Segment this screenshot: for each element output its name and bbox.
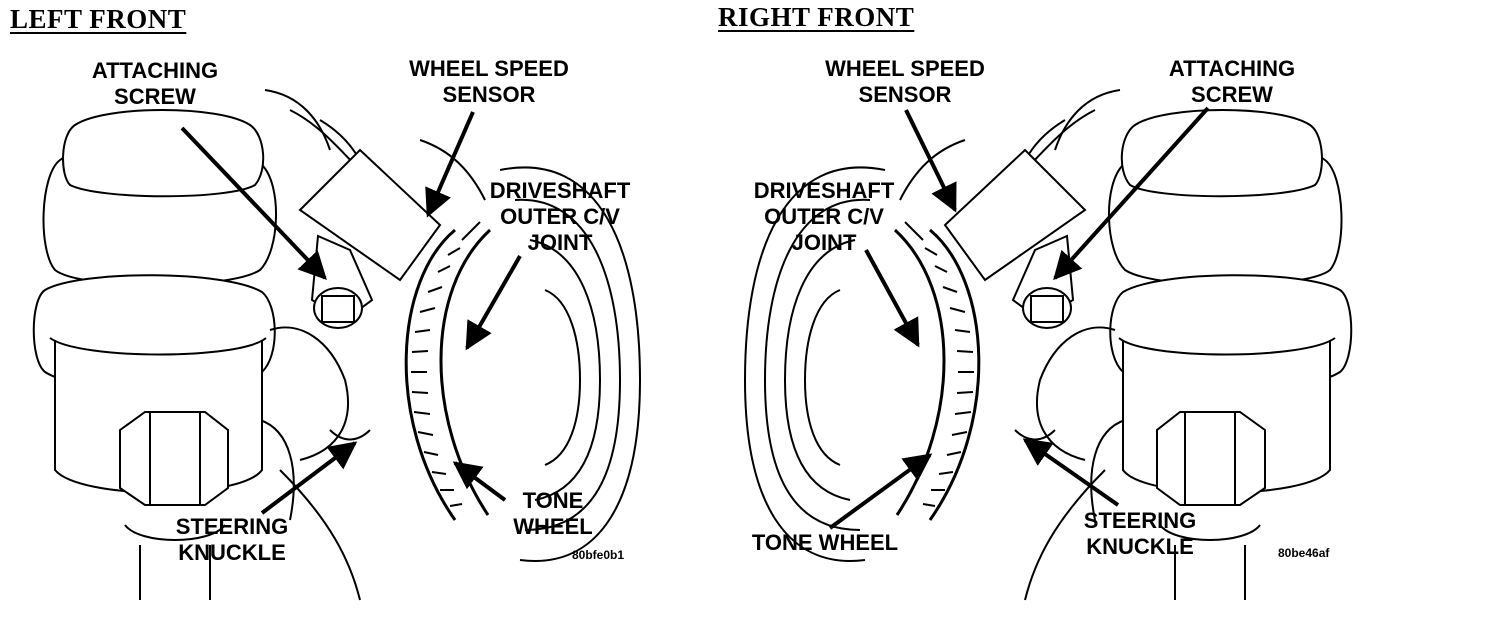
left-label-driveshaft: DRIVESHAFT OUTER C/V JOINT xyxy=(478,178,642,256)
left-arrow-attaching-screw xyxy=(180,126,327,281)
left-label-attaching-screw-line2: SCREW xyxy=(114,84,196,109)
left-label-driveshaft-line2: OUTER C/V xyxy=(500,204,620,229)
right-label-driveshaft-line2: OUTER C/V xyxy=(764,204,884,229)
left-label-steering-knuckle-line1: STEERING xyxy=(175,514,289,539)
left-sensor-body xyxy=(298,148,442,329)
right-label-tone-wheel: TONE WHEEL xyxy=(740,530,910,556)
left-illustration xyxy=(32,89,642,601)
right-label-driveshaft-line1: DRIVESHAFT xyxy=(753,178,895,203)
right-illustration xyxy=(743,89,1353,601)
left-label-steering-knuckle-line2: KNUCKLE xyxy=(178,540,286,565)
left-label-steering-knuckle: STEERING KNUCKLE xyxy=(164,514,300,566)
right-sensor-body xyxy=(943,148,1087,329)
right-label-wheel-speed-sensor: WHEEL SPEED SENSOR xyxy=(812,56,998,108)
right-label-tone-wheel-line1: TONE WHEEL xyxy=(751,530,899,555)
left-label-tone-wheel-line2: WHEEL xyxy=(513,514,593,539)
left-arrows xyxy=(180,111,522,515)
left-hub-assembly xyxy=(32,109,277,600)
right-label-driveshaft: DRIVESHAFT OUTER C/V JOINT xyxy=(742,178,906,256)
right-tone-wheel xyxy=(893,221,981,521)
left-arrow-tone-wheel xyxy=(452,461,507,502)
right-label-attaching-screw-line2: SCREW xyxy=(1191,82,1273,107)
right-label-attaching-screw: ATTACHING SCREW xyxy=(1158,56,1306,108)
left-label-driveshaft-line1: DRIVESHAFT xyxy=(489,178,631,203)
left-tone-wheel xyxy=(404,221,492,521)
right-front-title: RIGHT FRONT xyxy=(718,2,915,32)
right-hub-assembly xyxy=(1108,109,1353,600)
right-label-wheel-speed-sensor-line1: WHEEL SPEED xyxy=(825,56,985,81)
right-label-steering-knuckle-line1: STEERING xyxy=(1083,508,1197,533)
right-arrow-wheel-speed-sensor xyxy=(904,109,957,213)
left-label-wheel-speed-sensor-line2: SENSOR xyxy=(442,82,536,107)
left-label-tone-wheel-line1: TONE xyxy=(522,488,584,513)
left-arrow-wheel-speed-sensor xyxy=(425,111,475,218)
right-figure-code: 80be46af xyxy=(1278,546,1330,560)
right-label-attaching-screw-line1: ATTACHING xyxy=(1168,56,1296,81)
right-label-steering-knuckle-line2: KNUCKLE xyxy=(1086,534,1194,559)
right-cv-joint xyxy=(743,166,886,562)
left-label-tone-wheel: TONE WHEEL xyxy=(508,488,598,540)
right-arrow-driveshaft xyxy=(864,249,920,348)
left-label-wheel-speed-sensor: WHEEL SPEED SENSOR xyxy=(396,56,582,108)
right-arrow-attaching-screw xyxy=(1053,106,1210,281)
right-arrow-tone-wheel xyxy=(828,453,933,530)
left-label-attaching-screw: ATTACHING SCREW xyxy=(82,58,228,110)
right-label-driveshaft-line3: JOINT xyxy=(791,230,857,255)
left-label-driveshaft-line3: JOINT xyxy=(527,230,593,255)
right-label-wheel-speed-sensor-line2: SENSOR xyxy=(858,82,952,107)
left-figure-code: 80bfe0b1 xyxy=(572,548,625,562)
left-arrow-steering-knuckle xyxy=(260,441,358,515)
right-label-steering-knuckle: STEERING KNUCKLE xyxy=(1072,508,1208,560)
left-cv-joint xyxy=(499,166,642,562)
right-arrow-steering-knuckle xyxy=(1022,438,1120,507)
left-arrow-driveshaft xyxy=(465,255,522,351)
left-front-title: LEFT FRONT xyxy=(10,4,187,34)
left-label-attaching-screw-line1: ATTACHING xyxy=(91,58,219,83)
right-arrows xyxy=(828,106,1210,530)
left-label-wheel-speed-sensor-line1: WHEEL SPEED xyxy=(409,56,569,81)
